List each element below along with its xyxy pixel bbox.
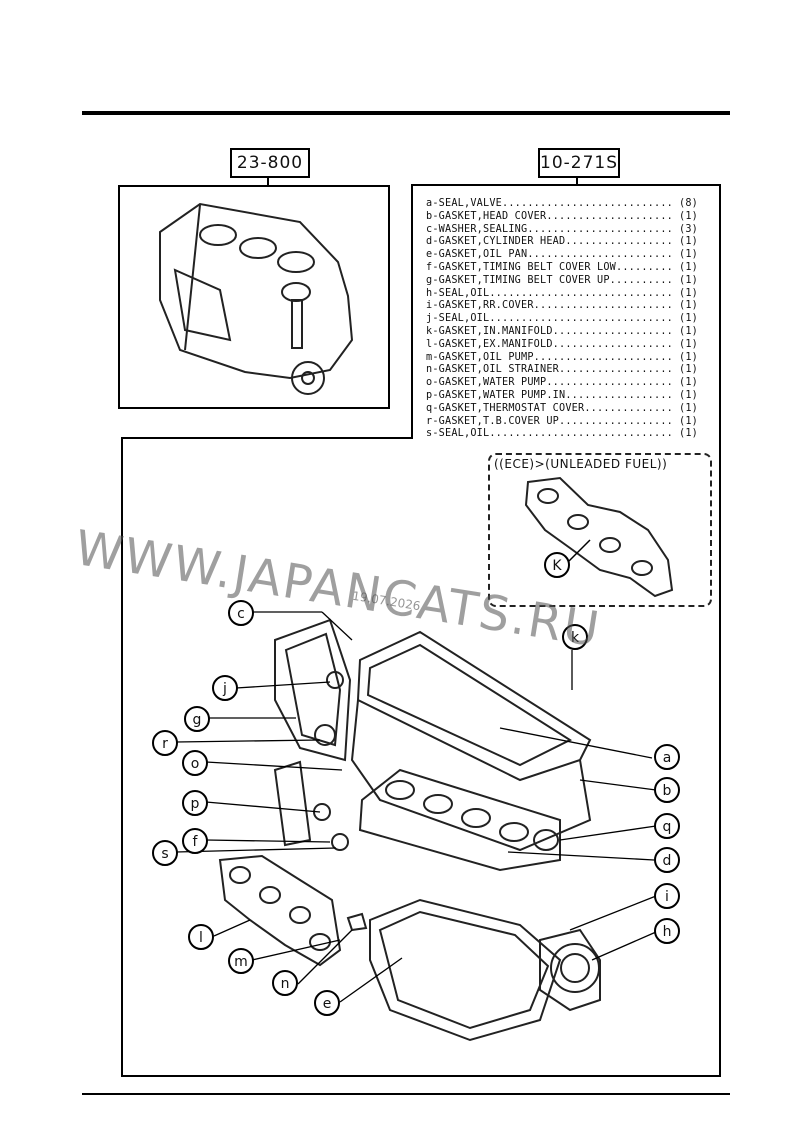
legend-text: a-SEAL,VALVE............................… [426,198,672,209]
legend-text: j-SEAL,OIL..............................… [426,313,672,325]
callout-j: j [212,675,238,701]
legend-text: b-GASKET,HEAD COVER.....................… [426,210,672,222]
legend-text: k-GASKET,IN.MANIFOLD....................… [426,325,672,337]
callout-o: o [182,750,208,776]
engine-block-frame [118,185,390,409]
legend-qty: (1) [678,428,698,440]
callout-k-top: k [562,624,588,650]
callout-f: f [182,828,208,854]
legend-text: q-GASKET,THERMOSTAT COVER...............… [426,402,672,414]
callout-g: g [184,706,210,732]
legend-qty: (1) [678,236,698,248]
legend-text: d-GASKET,CYLINDER HEAD..................… [426,236,672,248]
legend-text: r-GASKET,T.B.COVER UP...................… [426,415,672,427]
legend-row: f-GASKET,TIMING BELT COVER LOW..........… [426,262,698,275]
legend-row: k-GASKET,IN.MANIFOLD....................… [426,326,698,339]
legend-qty: (1) [678,261,698,273]
callout-q: q [654,813,680,839]
legend-qty: (3) [678,223,698,235]
legend-text: s-SEAL,OIL..............................… [426,428,672,440]
bottom-rule [82,1093,730,1095]
legend-qty: (8) [678,198,698,209]
callout-i: i [654,883,680,909]
engine-block-part-number: 23-800 [230,148,310,178]
ece-inset-frame [488,453,712,607]
callout-e: e [314,990,340,1016]
legend-text: o-GASKET,WATER PUMP.....................… [426,377,672,389]
cylinder-head-assembly [350,630,592,872]
gasket-kit-part-number: 10-271S [538,148,620,178]
legend-text: f-GASKET,TIMING BELT COVER LOW..........… [426,261,672,273]
callout-l: l [188,924,214,950]
legend-row: l-GASKET,EX.MANIFOLD....................… [426,339,698,352]
callout-k-ece: K [544,552,570,578]
legend-qty: (1) [678,377,698,389]
legend-qty: (1) [678,338,698,350]
callout-s: s [152,840,178,866]
legend-qty: (1) [678,300,698,312]
legend-row: c-WASHER,SEALING........................… [426,224,698,237]
legend-row: g-GASKET,TIMING BELT COVER UP...........… [426,275,698,288]
legend-text: g-GASKET,TIMING BELT COVER UP...........… [426,274,672,286]
engine-block-illustration [159,202,354,395]
callout-p: p [182,790,208,816]
legend-text: i-GASKET,RR.COVER.......................… [426,300,672,312]
legend-qty: (1) [678,325,698,337]
legend-qty: (1) [678,274,698,286]
legend-row: n-GASKET,OIL STRAINER...................… [426,364,698,377]
legend-text: h-SEAL,OIL..............................… [426,287,672,299]
legend-qty: (1) [678,287,698,299]
legend-qty: (1) [678,415,698,427]
legend-row: b-GASKET,HEAD COVER.....................… [426,211,698,224]
legend-row: d-GASKET,CYLINDER HEAD..................… [426,236,698,249]
legend-row: a-SEAL,VALVE............................… [426,198,698,211]
top-rule [82,111,730,115]
legend-row: h-SEAL,OIL..............................… [426,288,698,301]
leader-lines [175,611,657,1003]
legend-text: p-GASKET,WATER PUMP.IN..................… [426,389,672,401]
legend-qty: (1) [678,210,698,222]
legend-row: p-GASKET,WATER PUMP.IN..................… [426,390,698,403]
callout-r: r [152,730,178,756]
callout-a: a [654,744,680,770]
legend-qty: (1) [678,351,698,363]
legend-text: c-WASHER,SEALING........................… [426,223,672,235]
legend-text: e-GASKET,OIL PAN........................… [426,249,672,261]
callout-d: d [654,847,680,873]
callout-b: b [654,777,680,803]
legend-text: l-GASKET,EX.MANIFOLD....................… [426,338,672,350]
callout-h: h [654,918,680,944]
gasket-kit-frame [121,184,721,1077]
legend-qty: (1) [678,249,698,261]
callout-m: m [228,948,254,974]
legend-row: s-SEAL,OIL..............................… [426,428,698,441]
ece-manifold-gasket [524,476,674,598]
legend-row: m-GASKET,OIL PUMP.......................… [426,352,698,365]
callout-c: c [228,600,254,626]
legend-row: e-GASKET,OIL PAN........................… [426,249,698,262]
legend-qty: (1) [678,364,698,376]
legend-row: j-SEAL,OIL..............................… [426,313,698,326]
callout-n: n [272,970,298,996]
parts-legend: a-SEAL,VALVE............................… [426,198,698,441]
legend-row: q-GASKET,THERMOSTAT COVER...............… [426,403,698,416]
legend-qty: (1) [678,389,698,401]
ece-label: ((ECE)>(UNLEADED FUEL)) [494,457,668,471]
legend-row: o-GASKET,WATER PUMP.....................… [426,377,698,390]
timing-cover-gaskets [273,618,352,851]
legend-qty: (1) [678,313,698,325]
legend-text: n-GASKET,OIL STRAINER...................… [426,364,672,376]
legend-text: m-GASKET,OIL PUMP.......................… [426,351,672,363]
legend-qty: (1) [678,402,698,414]
legend-row: r-GASKET,T.B.COVER UP...................… [426,416,698,429]
legend-row: i-GASKET,RR.COVER.......................… [426,300,698,313]
